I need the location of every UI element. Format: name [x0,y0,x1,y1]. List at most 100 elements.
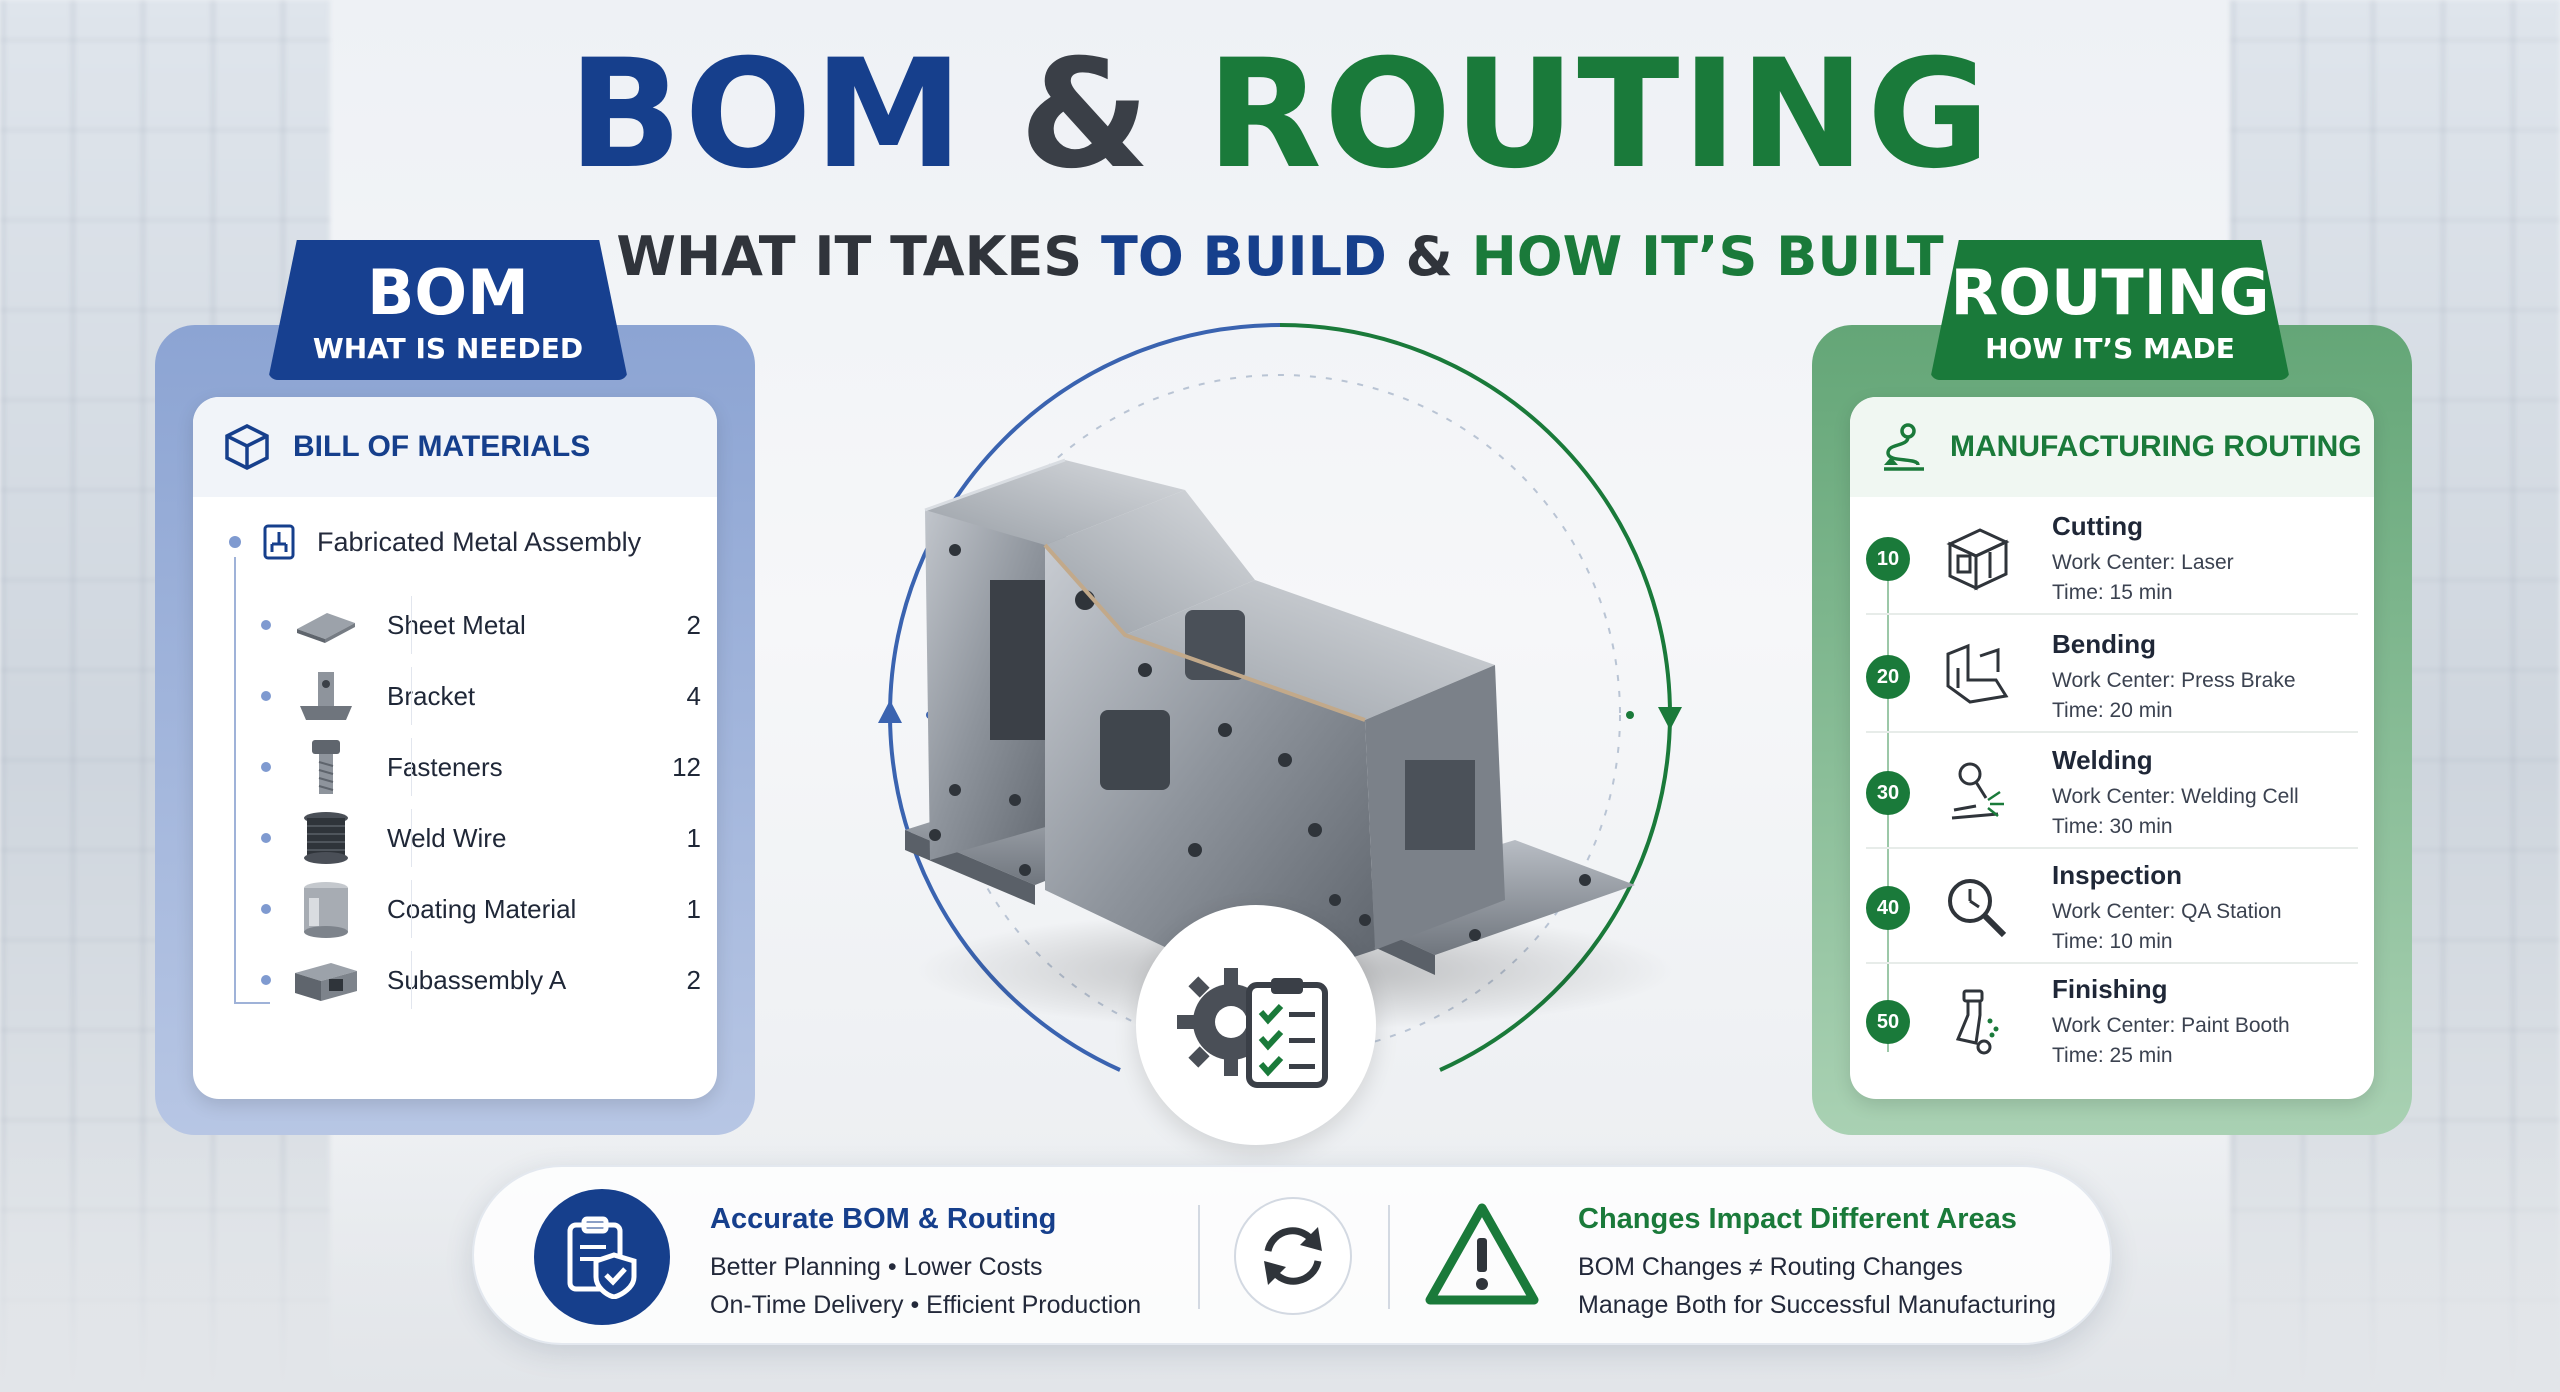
page-subtitle: WHAT IT TAKES TO BUILD & HOW IT’S BUILT [0,225,2560,288]
bottom-left-text: Accurate BOM & Routing Better Planning •… [710,1203,1141,1324]
subtitle-part2: TO BUILD [1101,225,1387,288]
weld-wire-icon [291,808,361,868]
bom-card-title: BILL OF MATERIALS [293,430,591,463]
bottom-right-line1: BOM Changes ≠ Routing Changes [1578,1253,1963,1281]
title-ampersand: & [1019,28,1153,202]
bom-item-qty: 4 [686,680,701,711]
bom-item[interactable]: Fasteners 12 [261,732,701,802]
cutting-icon [1946,528,2010,591]
tree-branch [234,1002,270,1004]
routing-tab: ROUTING HOW IT’S MADE [1930,240,2290,380]
welding-icon [1951,762,2004,820]
routing-step[interactable]: 50 Finishing Work Center: Paint Booth Ti… [1866,967,2358,1077]
warning-icon [1425,1203,1539,1305]
routing-step[interactable]: 10 Cutting Work Center: Laser Time: 15 m… [1866,505,2358,615]
step-name: Cutting [2052,510,2143,541]
routing-step[interactable]: 30 Welding Work Center: Welding Cell Tim… [1866,739,2358,849]
clipboard-shield-icon [534,1189,670,1325]
bending-icon [1946,643,2009,704]
bom-item-name: Coating Material [387,893,577,924]
bom-item[interactable]: Subassembly A 2 [261,945,701,1015]
step-name: Welding [2052,744,2153,775]
bom-item-qty: 12 [672,751,701,782]
sheet-metal-icon [291,595,361,655]
bom-panel: BILL OF MATERIALS Fabricated Metal Assem… [155,325,755,1135]
bom-tab: BOM WHAT IS NEEDED [268,240,628,380]
bottom-left-line2: On-Time Delivery • Efficient Production [710,1291,1142,1319]
tree-node-dot [261,620,271,630]
box-icon [225,424,269,470]
routing-step[interactable]: 40 Inspection Work Center: QA Station Ti… [1866,854,2358,964]
routing-card-title: MANUFACTURING ROUTING [1950,430,2362,463]
step-number: 20 [1866,655,1910,699]
bom-tab-title: BOM [367,256,529,329]
bom-item-qty: 2 [686,609,701,640]
coating-icon [291,879,361,939]
center-badge [1136,905,1376,1145]
bom-item-qty: 1 [686,893,701,924]
step-number: 10 [1866,537,1910,581]
step-time: Time: 25 min [2052,1043,2173,1067]
subtitle-part1: WHAT IT TAKES [616,225,1101,288]
tree-node-dot [261,762,271,772]
bom-item-name: Weld Wire [387,822,507,853]
bom-item-qty: 2 [686,964,701,995]
bottom-left-line1: Better Planning • Lower Costs [710,1253,1043,1281]
title-routing: ROUTING [1206,28,1992,202]
finishing-icon [1955,989,1999,1055]
step-time: Time: 15 min [2052,580,2173,604]
step-name: Bending [2052,628,2156,659]
ring-arrow-down-icon [1658,707,1682,730]
step-name: Finishing [2052,973,2168,1004]
bom-item[interactable]: Coating Material 1 [261,874,701,944]
step-work-center: Work Center: Press Brake [2052,668,2296,692]
bom-item[interactable]: Bracket 4 [261,661,701,731]
routing-step[interactable]: 20 Bending Work Center: Press Brake Time… [1866,623,2358,733]
bottom-right-title: Changes Impact Different Areas [1578,1203,2017,1235]
step-name: Inspection [2052,859,2183,890]
bracket-icon [291,666,361,726]
step-number: 40 [1866,886,1910,930]
step-number: 30 [1866,771,1910,815]
routing-tab-title: ROUTING [1950,256,2270,329]
routing-card: MANUFACTURING ROUTING 10 Cutting Work Ce… [1850,397,2374,1099]
step-work-center: Work Center: Welding Cell [2052,784,2299,808]
step-time: Time: 10 min [2052,929,2173,953]
ring-arrow-up-icon [878,700,902,723]
fastener-icon [291,737,361,797]
subtitle-part4: HOW IT’S BUILT [1471,225,1944,288]
bottom-summary-bar: Accurate BOM & Routing Better Planning •… [472,1165,2112,1345]
sync-icon [1234,1197,1352,1315]
tree-node-dot [261,691,271,701]
bom-root-label: Fabricated Metal Assembly [317,526,642,557]
bom-root[interactable]: Fabricated Metal Assembly [229,522,641,562]
bom-item-qty: 1 [686,822,701,853]
routing-card-header: MANUFACTURING ROUTING [1850,397,2374,497]
step-number: 50 [1866,1000,1910,1044]
gear-checklist-icon [1177,968,1328,1088]
step-time: Time: 30 min [2052,814,2173,838]
bom-card-header: BILL OF MATERIALS [193,397,717,497]
tree-node-dot [261,975,271,985]
page-title: BOM & ROUTING [0,30,2560,200]
tree-node-dot [229,536,241,548]
bottom-right-text: Changes Impact Different Areas BOM Chang… [1578,1203,2056,1324]
bom-card: BILL OF MATERIALS Fabricated Metal Assem… [193,397,717,1099]
bom-item[interactable]: Sheet Metal 2 [261,590,701,660]
tree-node-dot [261,904,271,914]
route-icon [1884,423,1924,471]
subassembly-icon [291,950,361,1010]
bottom-right-line2: Manage Both for Successful Manufacturing [1578,1291,2057,1319]
bom-item[interactable]: Weld Wire 1 [261,803,701,873]
step-work-center: Work Center: Paint Booth [2052,1013,2290,1037]
inspection-icon [1948,879,2007,938]
bom-item-name: Bracket [387,680,476,711]
bom-tab-subtitle: WHAT IS NEEDED [312,332,584,365]
bom-item-name: Subassembly A [387,964,567,995]
bottom-left-title: Accurate BOM & Routing [710,1203,1057,1235]
assembly-icon [263,524,295,560]
title-bom: BOM [567,28,966,202]
bom-item-name: Sheet Metal [387,609,526,640]
step-work-center: Work Center: QA Station [2052,899,2282,923]
subtitle-part3: & [1386,225,1472,288]
